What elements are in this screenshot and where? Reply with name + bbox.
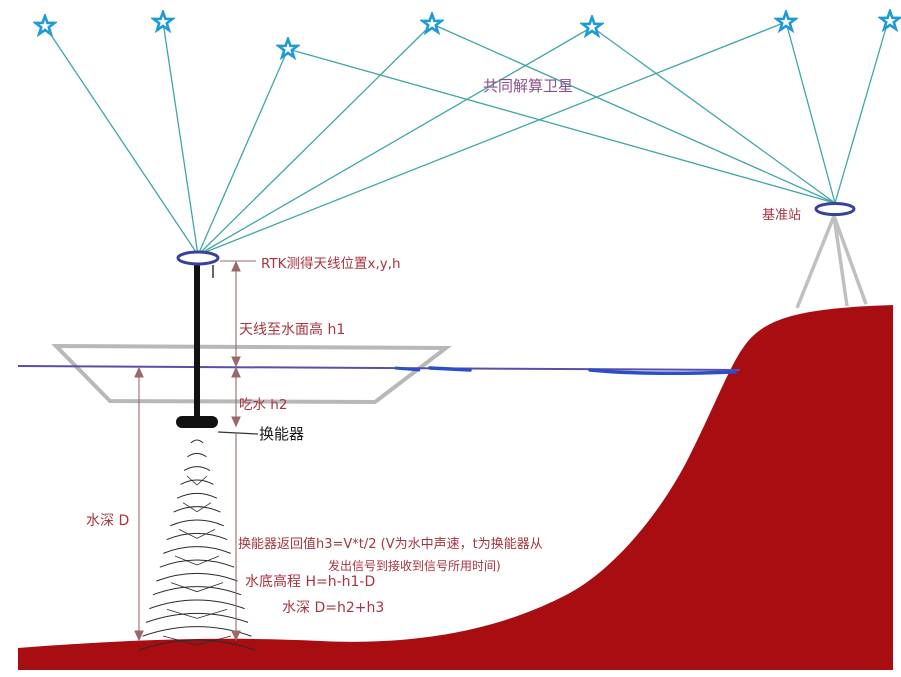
rover-pole-assembly xyxy=(176,250,259,435)
rtk-label: RTK测得天线位置x,y,h xyxy=(261,255,401,272)
signal-line xyxy=(834,20,889,204)
signal-line xyxy=(287,48,836,204)
transducer-label: 换能器 xyxy=(259,425,304,443)
sonar-arc xyxy=(149,599,245,610)
sonar-arc xyxy=(187,452,207,458)
satellite-signal-lines xyxy=(44,20,889,256)
sonar-arc xyxy=(173,506,221,513)
antenna-ring-icon xyxy=(176,250,220,266)
satellites-caption: 共同解算卫星 xyxy=(483,77,573,95)
star-icon xyxy=(34,14,56,36)
star-icon xyxy=(152,10,174,32)
star-icon xyxy=(421,12,443,34)
antenna-ring-icon xyxy=(814,202,856,216)
sonar-arc xyxy=(166,532,228,541)
arrow-head xyxy=(231,260,241,272)
arrow-head xyxy=(231,356,241,368)
sonar-arc xyxy=(152,586,242,596)
depth-label: 水深 D xyxy=(86,513,129,529)
sonar-arc xyxy=(142,626,252,637)
transducer-leader xyxy=(217,431,259,435)
star-icon xyxy=(879,9,901,31)
depth-formula-label: 水深 D=h2+h3 xyxy=(282,600,384,616)
echo-formula-line2: 发出信号到接收到信号所用时间) xyxy=(328,558,501,573)
sonar-arc xyxy=(138,639,256,651)
signal-line xyxy=(197,23,433,256)
echo-formula-line1: 换能器返回值h3=V*t/2 (V为水中声速，t为换能器从 xyxy=(238,536,543,552)
tripod-leg xyxy=(832,215,849,307)
signal-line xyxy=(44,25,199,256)
arrow-head xyxy=(231,366,241,378)
sonar-echo xyxy=(166,608,228,619)
water-surface xyxy=(17,365,741,376)
signal-line xyxy=(197,48,289,256)
signal-line xyxy=(162,21,199,256)
star-icon xyxy=(775,10,797,32)
sonar-echo xyxy=(174,555,220,566)
signal-line xyxy=(197,26,593,256)
signal-line xyxy=(197,21,787,256)
shore-terrain xyxy=(18,305,893,670)
star-icon xyxy=(277,37,299,59)
arrow-head xyxy=(134,366,144,378)
arrow-head xyxy=(231,630,241,642)
base-station xyxy=(795,202,868,309)
sonar-arc xyxy=(180,479,214,485)
arrow-head xyxy=(231,416,241,428)
arrow-head xyxy=(134,630,144,642)
tripod-leg xyxy=(832,215,868,305)
signal-line xyxy=(785,21,836,204)
sonar-arc xyxy=(176,492,218,499)
sonar-echo xyxy=(186,475,208,486)
sonar-echo xyxy=(178,528,216,539)
sonar-arc xyxy=(163,546,231,554)
dimension-lines xyxy=(134,260,256,642)
sonar-arc xyxy=(156,572,238,582)
base-station-label: 基准站 xyxy=(762,208,801,223)
sonar-echo xyxy=(182,502,212,513)
sonar-arc xyxy=(145,612,249,623)
boat-hull xyxy=(51,343,452,405)
bottom-elevation-label: 水底高程 H=h-h1-D xyxy=(245,573,375,590)
sonar-echo xyxy=(162,635,232,646)
sonar-arc xyxy=(170,519,224,527)
water-ripple xyxy=(394,366,421,372)
draft-label: 吃水 h2 xyxy=(239,397,287,413)
sonar-arc xyxy=(159,559,235,568)
water-ripple xyxy=(428,366,737,376)
sonar-arc xyxy=(190,439,204,444)
transducer-body xyxy=(176,416,218,428)
antenna-height-label: 天线至水面高 h1 xyxy=(239,321,345,338)
signal-line xyxy=(431,23,836,204)
sonar-arc xyxy=(183,466,211,472)
signal-line xyxy=(591,26,836,204)
sonar-echo xyxy=(170,582,224,593)
water-line xyxy=(17,365,741,371)
sonar-beam xyxy=(138,439,256,651)
tripod-leg xyxy=(795,215,836,309)
